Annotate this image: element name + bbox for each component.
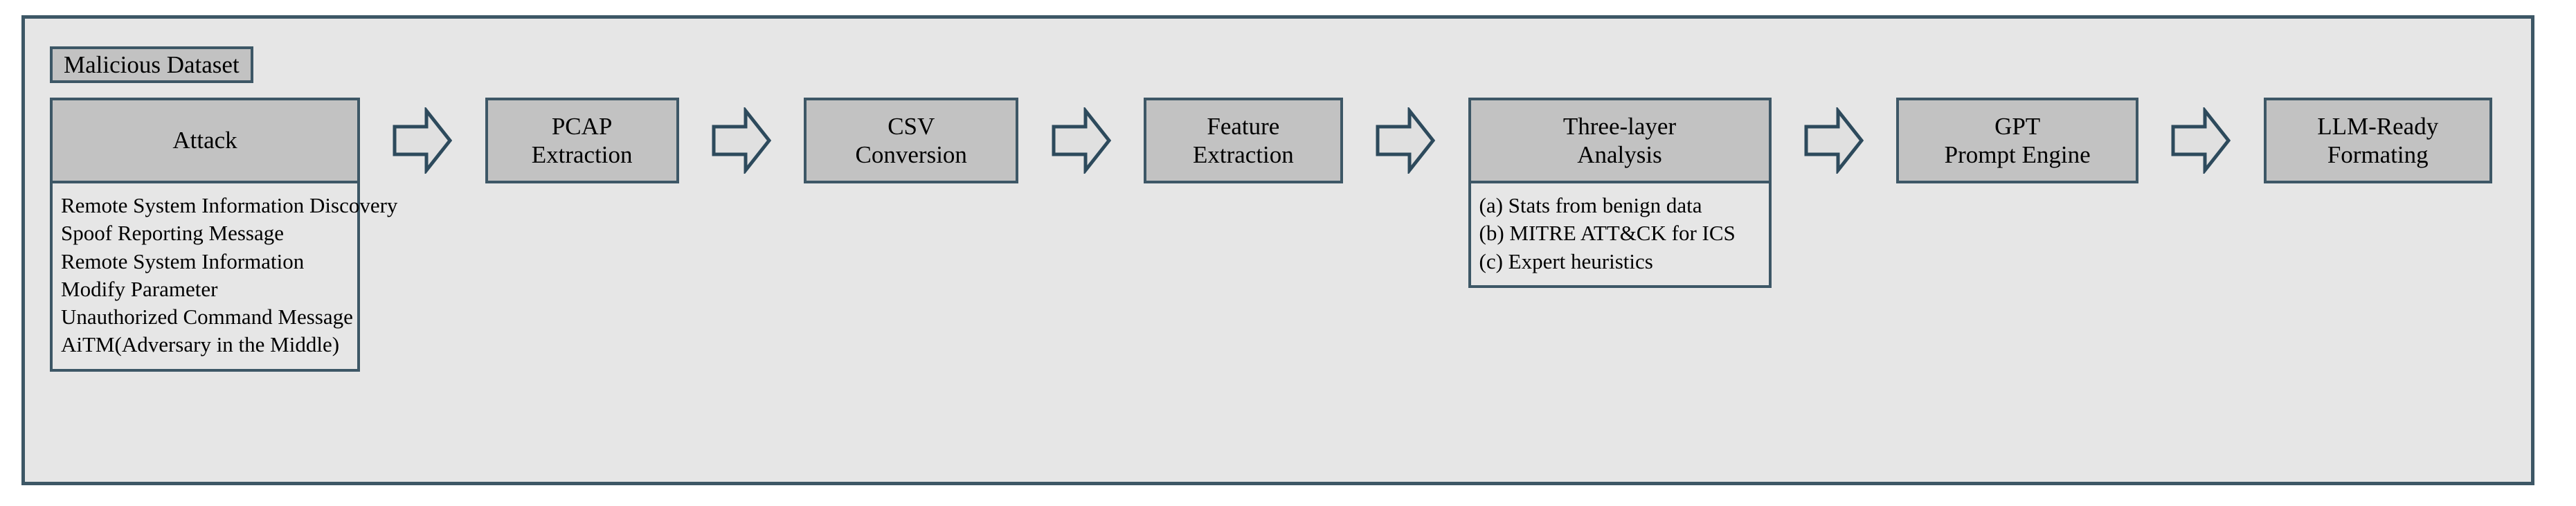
right-block-arrow-icon: [704, 98, 779, 183]
right-block-arrow-icon: [1044, 98, 1119, 183]
stage-csv-conversion: CSV Conversion: [804, 98, 1019, 183]
stage-attack-details: Remote System Information Discovery Spoo…: [50, 183, 398, 372]
right-block-arrow-icon: [1368, 98, 1443, 183]
stage-pcap-extraction-line1: PCAP: [551, 112, 613, 140]
attack-detail-item: Unauthorized Command Message: [61, 305, 353, 329]
analysis-detail-item: (b) MITRE ATT&CK for ICS: [1479, 221, 1736, 246]
attack-detail-item: Remote System Information: [61, 249, 305, 273]
attack-detail-item: Modify Parameter: [61, 276, 218, 301]
dataset-title-tag-label: Malicious Dataset: [64, 51, 240, 78]
stage-attack-label: Attack: [172, 127, 237, 154]
stage-feature-extraction-line2: Extraction: [1192, 141, 1294, 168]
stage-three-layer-analysis-line1: Three-layer: [1562, 112, 1677, 140]
stage-attack: Attack Remote System Information Discove…: [50, 98, 398, 372]
stage-gpt-prompt-engine-line1: GPT: [1994, 112, 2041, 140]
right-block-arrow-icon: [2163, 98, 2238, 183]
dataset-title-tag: Malicious Dataset: [50, 46, 253, 83]
stage-csv-conversion-line2: Conversion: [855, 141, 967, 168]
stage-three-layer-analysis: Three-layer Analysis (a) Stats from beni…: [1468, 98, 1772, 288]
stage-llm-ready-formating-line2: Formating: [2327, 141, 2429, 168]
stage-feature-extraction: Feature Extraction: [1143, 98, 1343, 183]
stage-attack-header: Attack: [50, 98, 360, 183]
stage-pcap-extraction-line2: Extraction: [531, 141, 633, 168]
right-block-arrow-icon: [1796, 98, 1871, 183]
attack-detail-item: Spoof Reporting Message: [61, 221, 285, 246]
stage-three-layer-analysis-details: (a) Stats from benign data (b) MITRE ATT…: [1468, 183, 1772, 288]
analysis-detail-item: (c) Expert heuristics: [1479, 249, 1653, 273]
stage-llm-ready-formating-line1: LLM-Ready: [2317, 112, 2439, 140]
attack-detail-item: Remote System Information Discovery: [61, 193, 398, 217]
analysis-detail-item: (a) Stats from benign data: [1479, 193, 1702, 217]
pipeline-row: Attack Remote System Information Discove…: [50, 98, 2517, 471]
stage-three-layer-analysis-header: Three-layer Analysis: [1468, 98, 1772, 183]
stage-csv-conversion-line1: CSV: [888, 112, 935, 140]
stage-gpt-prompt-engine: GPT Prompt Engine: [1896, 98, 2139, 183]
malicious-dataset-container: Malicious Dataset Attack Remote System I…: [21, 15, 2534, 485]
stage-three-layer-analysis-line2: Analysis: [1577, 141, 1662, 168]
stage-llm-ready-formating: LLM-Ready Formating: [2263, 98, 2492, 183]
attack-detail-item: AiTM(Adversary in the Middle): [61, 332, 340, 357]
stage-pcap-extraction: PCAP Extraction: [485, 98, 679, 183]
stage-feature-extraction-line1: Feature: [1207, 112, 1280, 140]
right-block-arrow-icon: [385, 98, 460, 183]
stage-gpt-prompt-engine-line2: Prompt Engine: [1944, 141, 2091, 168]
